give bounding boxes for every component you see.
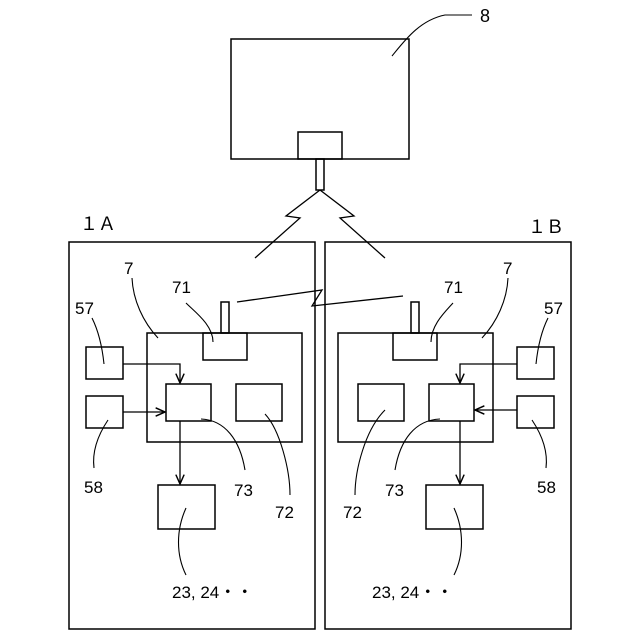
unit-1a-antenna <box>221 302 229 333</box>
unit-1a-storage-label: 72 <box>275 503 294 522</box>
wireless-link-server-1a <box>255 190 320 258</box>
unit-1b-controller-box <box>338 333 493 442</box>
unit-1a-processor-label: 73 <box>234 481 253 500</box>
wireless-link-1a-1b <box>237 290 403 306</box>
server-antenna <box>316 159 324 190</box>
unit-1a-devices-box <box>158 485 215 529</box>
unit-1b-sensor-57-label: 57 <box>544 299 563 318</box>
server-label: 8 <box>480 6 490 26</box>
server-block: 8 <box>231 6 490 190</box>
unit-1a-devices-label: 23, 24・・ <box>172 583 253 602</box>
unit-1b-devices-label: 23, 24・・ <box>372 583 453 602</box>
unit-1b-storage-leader <box>355 410 385 495</box>
unit-1b-label: １Ｂ <box>528 217 564 237</box>
unit-1a-devices-leader <box>179 508 187 575</box>
unit-1b-controller-label: 7 <box>503 259 512 278</box>
unit-1b-sensor-58-box <box>517 396 554 428</box>
unit-1a-storage-box <box>236 384 282 421</box>
unit-1a-antenna-leader <box>186 303 213 342</box>
unit-1b-sensor-57-box <box>517 347 554 379</box>
unit-1a-sensor-57-box <box>86 347 123 379</box>
unit-1b-antenna-label: 71 <box>444 278 463 297</box>
unit-1a-controller-label: 7 <box>124 259 133 278</box>
unit-1b-devices-leader <box>454 508 462 575</box>
wireless-link-server-1b <box>320 190 385 258</box>
server-box <box>231 39 409 159</box>
unit-1b-devices-box <box>426 485 483 529</box>
unit-1b-arrow-57-to-processor <box>460 364 517 383</box>
unit-1a-arrow-57-to-processor <box>123 364 180 383</box>
unit-1a-sensor-57-label: 57 <box>75 299 94 318</box>
unit-1a-processor-leader <box>201 419 245 470</box>
unit-1a-antenna-module <box>203 333 247 360</box>
unit-1a-processor-box <box>166 384 211 421</box>
unit-1b-processor-leader <box>395 419 440 470</box>
unit-1b-controller-leader <box>482 278 508 338</box>
unit-1a-sensor-58-box <box>86 396 123 428</box>
unit-1b-processor-label: 73 <box>385 481 404 500</box>
unit-1a-storage-leader <box>265 414 290 495</box>
unit-1b-antenna-module <box>393 333 437 360</box>
server-port <box>298 132 342 159</box>
unit-1b-sensor-58-leader <box>532 420 546 468</box>
unit-1a-controller-box <box>147 333 302 442</box>
server-leader-line <box>392 15 472 56</box>
unit-1a-sensor-57-leader <box>92 318 104 364</box>
unit-1b-sensor-58-label: 58 <box>537 478 556 497</box>
unit-1b: １Ｂ 7 71 72 73 57 58 23, 24・・ <box>325 217 571 629</box>
unit-1a-antenna-label: 71 <box>172 278 191 297</box>
unit-1a: １Ａ 7 71 73 72 57 58 23, 24・・ <box>69 214 315 629</box>
unit-1b-storage-label: 72 <box>343 503 362 522</box>
unit-1a-controller-leader <box>132 278 158 338</box>
unit-1a-sensor-58-label: 58 <box>84 478 103 497</box>
unit-1a-sensor-58-leader <box>94 420 108 468</box>
unit-1b-antenna-leader <box>431 303 453 342</box>
unit-1b-storage-box <box>358 384 404 421</box>
unit-1b-antenna <box>411 302 419 333</box>
unit-1b-sensor-57-leader <box>536 318 548 364</box>
unit-1a-label: １Ａ <box>80 214 116 234</box>
unit-1b-processor-box <box>429 384 474 421</box>
